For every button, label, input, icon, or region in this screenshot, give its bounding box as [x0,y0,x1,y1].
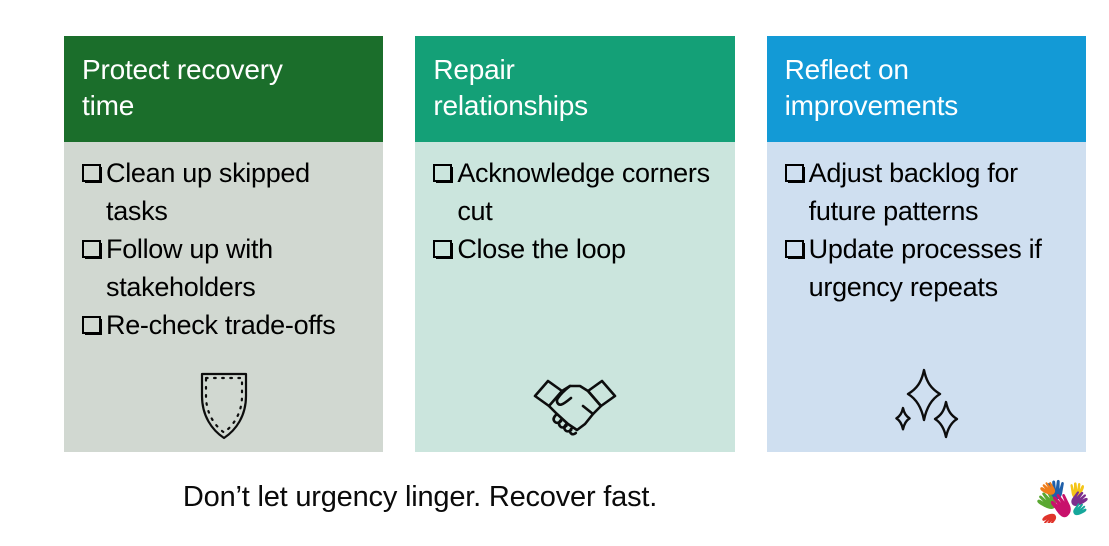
checkbox-bullet-icon [433,240,456,260]
list-item-label: Clean up skipped tasks [106,158,310,226]
list-item: Update processes if urgency repeats [784,230,1072,306]
card-repair-relationships[interactable]: Repair relationships Acknowledge corners… [415,36,735,452]
list-item-label: Close the loop [457,234,626,264]
list-item: Adjust backlog for future patterns [784,154,1072,230]
card-title-repair-relationships: Repair relationships [433,54,588,121]
card-header-protect-recovery-time: Protect recovery time [64,36,384,142]
list-item: Clean up skipped tasks [82,154,369,230]
checkbox-bullet-icon [784,164,807,184]
card-title-reflect-on-improvements: Reflect on improvements [784,54,959,121]
list-item-label: Update processes if urgency repeats [808,234,1042,302]
shield-icon [176,358,272,444]
list-item-label: Follow up with stakeholders [106,234,273,302]
list-item-label: Re-check trade-offs [106,310,336,340]
footer-tagline: Don’t let urgency linger. Recover fast. [182,481,658,513]
card-body-reflect-on-improvements: Adjust backlog for future patterns Updat… [766,142,1086,452]
card-body-protect-recovery-time: Clean up skipped tasks Follow up with st… [64,142,384,452]
bullet-list-reflect-on-improvements: Adjust backlog for future patterns Updat… [784,154,1072,306]
checkbox-bullet-icon [433,164,456,184]
card-body-repair-relationships: Acknowledge corners cut Close the loop [415,142,735,452]
checkbox-bullet-icon [82,316,104,336]
card-reflect-on-improvements[interactable]: Reflect on improvements Adjust backlog f… [766,36,1086,452]
list-item-label: Adjust backlog for future patterns [808,158,1019,226]
list-item: Close the loop [433,230,720,268]
sparkles-icon [878,358,974,444]
card-header-reflect-on-improvements: Reflect on improvements [766,36,1086,142]
card-header-repair-relationships: Repair relationships [415,36,735,142]
bullet-list-repair-relationships: Acknowledge corners cut Close the loop [433,154,720,268]
checkbox-bullet-icon [784,240,807,260]
colored-hands-logo [1037,472,1088,523]
checkbox-bullet-icon [82,240,104,260]
card-title-protect-recovery-time: Protect recovery time [82,54,283,121]
card-protect-recovery-time[interactable]: Protect recovery time Clean up skipped t… [64,36,384,452]
card-row: Protect recovery time Clean up skipped t… [64,36,1086,452]
list-item: Re-check trade-offs [82,306,369,344]
list-item: Follow up with stakeholders [82,230,369,306]
list-item-label: Acknowledge corners cut [457,158,710,226]
list-item: Acknowledge corners cut [433,154,720,230]
handshake-icon [527,358,623,444]
checkbox-bullet-icon [82,164,104,184]
bullet-list-protect-recovery-time: Clean up skipped tasks Follow up with st… [82,154,369,344]
